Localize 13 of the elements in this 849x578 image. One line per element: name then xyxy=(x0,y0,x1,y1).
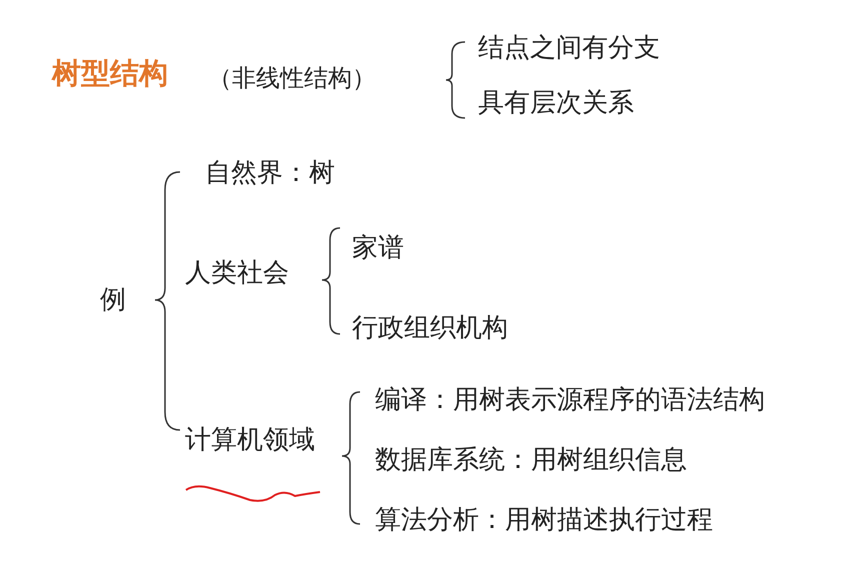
label-text: 人类社会 xyxy=(185,258,289,290)
label-text: 具有层次关系 xyxy=(478,88,634,120)
label-text: 算法分析：用树描述执行过程 xyxy=(375,505,713,536)
label-text: 例 xyxy=(100,285,126,316)
label-text: 家谱 xyxy=(352,233,404,264)
label-text: （非线性结构） xyxy=(208,64,376,93)
label-text: 数据库系统：用树组织信息 xyxy=(375,445,687,476)
label-text: 自然界：树 xyxy=(205,158,335,190)
label-text: 计算机领域 xyxy=(185,425,315,456)
label-text: 结点之间有分支 xyxy=(478,33,660,64)
label-text: 编译：用树表示源程序的语法结构 xyxy=(375,385,765,416)
title: 树型结构 xyxy=(52,56,168,91)
label-text: 行政组织机构 xyxy=(352,313,508,344)
